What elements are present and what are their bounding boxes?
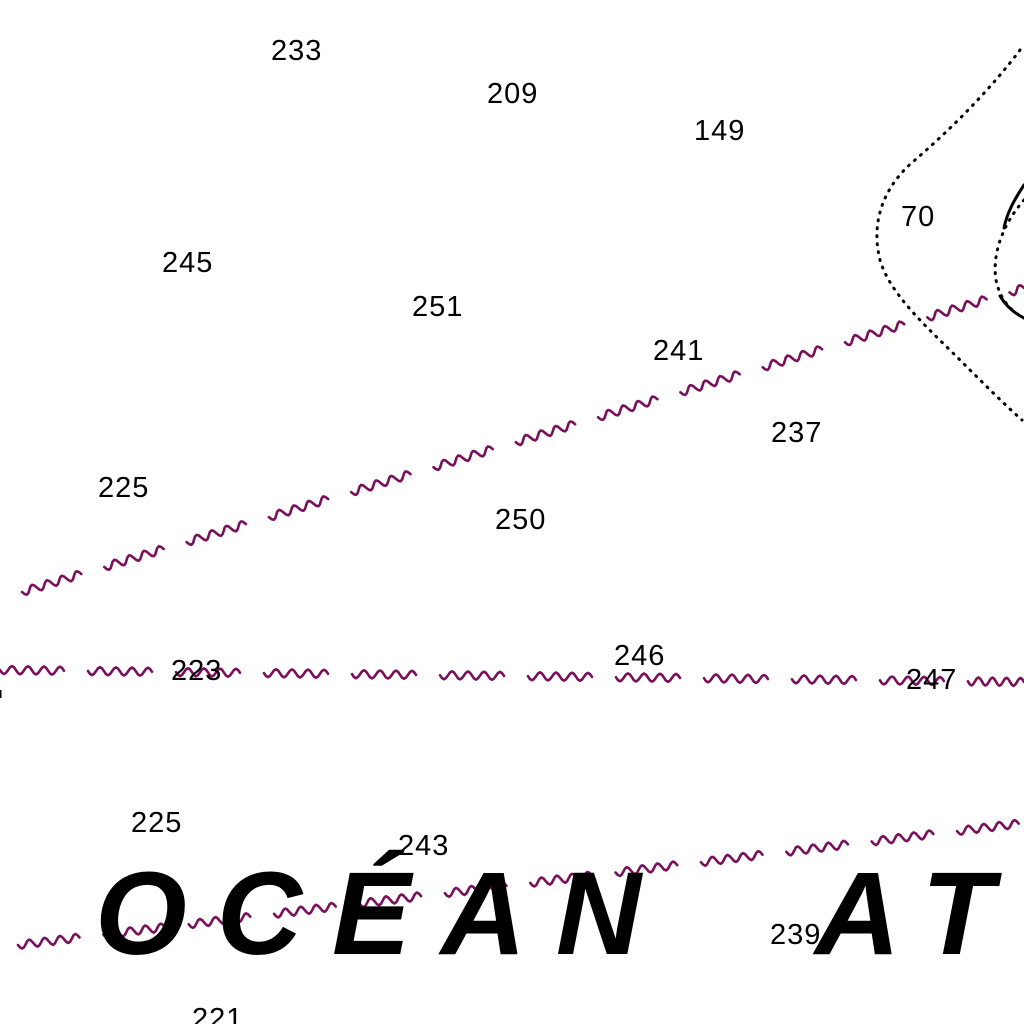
submarine-cable-upper	[20, 284, 1024, 596]
cable-wave-segment	[432, 445, 495, 472]
sounding-250: 250	[495, 504, 547, 536]
cable-wave-segment	[187, 912, 252, 930]
sounding-209: 209	[487, 78, 539, 110]
cable-wave-segment	[103, 545, 165, 571]
submarine-cable-middle	[0, 664, 1024, 688]
cable-wave-segment	[614, 672, 682, 684]
shoal-outline	[1002, 183, 1024, 230]
area-name-atlantic: AT	[815, 848, 1024, 980]
cable-wave-segment	[785, 839, 850, 857]
cable-wave-segment	[16, 932, 81, 950]
cable-wave-segment	[870, 829, 935, 847]
submarine-cable-lower	[16, 818, 1020, 950]
cable-wave-segment	[349, 470, 412, 497]
cable-wave-segment	[174, 666, 242, 678]
sounding-221: 221	[192, 1003, 244, 1024]
cable-wave-segment	[514, 420, 577, 447]
depth-contour-dotted	[875, 48, 1024, 422]
cable-wave-segment	[86, 665, 154, 677]
cable-wave-segment	[102, 922, 167, 940]
cable-wave-segment	[267, 495, 330, 522]
cable-wave-segment	[843, 320, 906, 347]
cable-wave-segment	[350, 669, 418, 680]
sounding-251: 251	[412, 291, 464, 323]
cable-wave-segment	[0, 664, 66, 676]
sounding-245: 245	[162, 247, 214, 279]
sounding-247: 247	[906, 664, 958, 696]
sounding-149: 149	[694, 115, 746, 147]
cable-wave-segment	[790, 674, 858, 686]
cable-wave-segment	[20, 570, 83, 596]
cable-wave-segment	[878, 675, 946, 687]
cable-wave-segment	[185, 520, 248, 547]
cable-wave-segment	[596, 395, 659, 422]
sounding-246: 246	[614, 640, 666, 672]
area-name-ocean: OCÉAN	[95, 848, 672, 980]
cable-wave-segment	[358, 891, 423, 909]
cable-wave-segment	[526, 671, 594, 683]
sounding-237: 237	[771, 417, 823, 449]
cable-wave-segment	[966, 676, 1024, 688]
cable-wave-segment	[761, 345, 824, 372]
cable-wave-segment	[438, 670, 506, 682]
shoal-outline-lower	[998, 294, 1024, 320]
cable-wave-segment	[702, 673, 770, 685]
cable-wave-segment	[955, 818, 1020, 836]
cable-wave-segment	[528, 870, 594, 888]
cable-wave-segment	[272, 901, 337, 919]
cable-wave-segment	[679, 370, 741, 397]
sounding-243: 243	[398, 830, 450, 862]
sounding-241: 241	[653, 335, 705, 367]
cable-wave-segment	[699, 849, 764, 867]
sounding-223: 223	[171, 655, 223, 687]
cable-wave-segment	[262, 667, 330, 679]
sounding-225-lower: 225	[131, 807, 183, 839]
sounding-233: 233	[271, 35, 323, 67]
cable-wave-segment	[614, 860, 679, 878]
shoal-contour-dotted	[993, 198, 1024, 320]
sounding-239: 239	[770, 919, 822, 951]
cable-wave-segment	[1008, 284, 1024, 297]
sounding-225: 225	[98, 472, 150, 504]
cable-wave-segment	[443, 881, 508, 898]
sounding-70: 70	[901, 201, 936, 233]
cable-wave-segment	[926, 295, 988, 322]
